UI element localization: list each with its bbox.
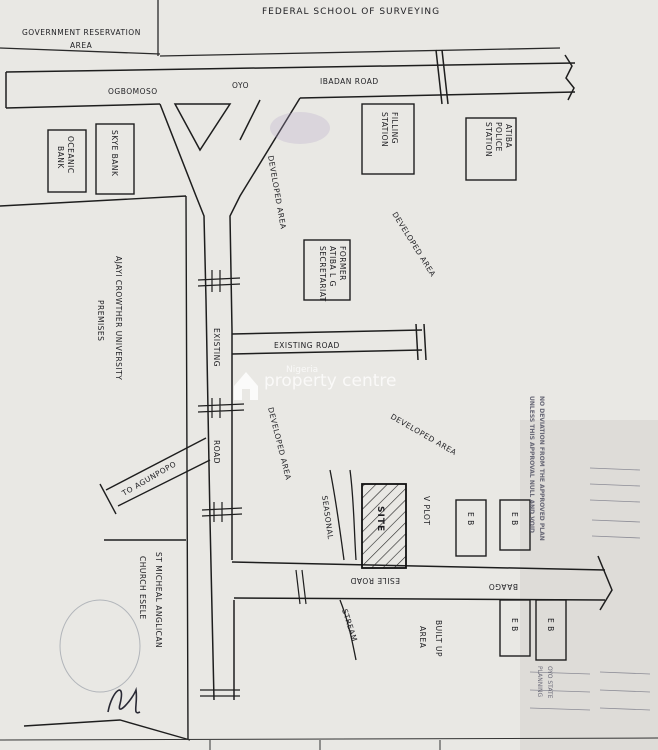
watermark-logo bbox=[234, 372, 258, 400]
police-line1: ATIBA bbox=[504, 124, 513, 148]
existing-road bbox=[231, 323, 427, 361]
oceanic-bank-line1: OCEANIC bbox=[66, 136, 75, 174]
top-boundaries bbox=[0, 0, 561, 57]
filling-station-line1: FILLING bbox=[390, 112, 399, 144]
university-line1: AJAYI CROWTHER UNIVERSITY bbox=[114, 256, 123, 380]
secretariat-line3: SECRETARIAT bbox=[318, 246, 327, 302]
agunpopo-road bbox=[99, 437, 211, 515]
road-vertical-label: ROAD bbox=[212, 440, 221, 464]
eb-label-4: E B bbox=[510, 618, 519, 632]
plots bbox=[0, 103, 567, 741]
existing-road-label: EXISTING ROAD bbox=[274, 341, 340, 350]
school-label: FEDERAL SCHOOL OF SURVEYING bbox=[262, 7, 440, 17]
eb-label-1: E B bbox=[510, 512, 519, 526]
esile-road-label: ESILE ROAD bbox=[350, 576, 400, 585]
gov-area-label: AREA bbox=[70, 41, 93, 50]
road-ticks bbox=[197, 270, 307, 697]
secretariat-line2: ATIBA L G bbox=[328, 246, 337, 287]
built-up-line2: AREA bbox=[418, 626, 427, 649]
gov-reservation-label: GOVERNMENT RESERVATION bbox=[22, 28, 141, 37]
deviation-note-line2: UNLESS THIS APPROVAL NULL AND VOID bbox=[528, 396, 535, 533]
secretariat-line1: FORMER bbox=[338, 246, 347, 281]
site-plot bbox=[361, 483, 407, 569]
oceanic-bank-line2: BANK bbox=[56, 146, 65, 169]
watermark-nigeria: Nigeria bbox=[286, 365, 318, 375]
road-ogbomoso: OGBOMOSO bbox=[108, 87, 158, 96]
university-line2: PREMISES bbox=[96, 300, 105, 341]
margin-note-lines bbox=[529, 467, 651, 711]
deviation-note-line1: NO DEVIATION FROM THE APPROVED PLAN bbox=[538, 396, 545, 541]
road-oyo: OYO bbox=[232, 81, 249, 90]
eb-label-2: E B bbox=[466, 512, 475, 526]
built-up-line1: BUILT UP bbox=[434, 620, 443, 657]
v-plot-label: V PLOT bbox=[422, 496, 431, 525]
church-line1: ST MICHEAL ANGLICAN bbox=[154, 552, 163, 648]
margin-note-oyo-state: OYO STATE bbox=[546, 666, 553, 699]
baago-label: BAAGO bbox=[488, 582, 518, 591]
police-line3: STATION bbox=[484, 122, 493, 157]
church-line2: CHURCH ESELE bbox=[138, 556, 147, 620]
filling-station-line2: STATION bbox=[380, 112, 389, 147]
eb-label-3: E B bbox=[546, 618, 555, 632]
vertical-road bbox=[159, 97, 301, 701]
stream bbox=[329, 469, 357, 661]
skye-bank-label: SKYE BANK bbox=[110, 130, 119, 177]
road-ibadan: IBADAN ROAD bbox=[320, 77, 379, 86]
bottom-frame bbox=[0, 737, 658, 750]
existing-vertical-label: EXISTING bbox=[212, 328, 221, 367]
site-label: SITE bbox=[375, 506, 385, 532]
watermark-property-centre: property centre bbox=[264, 371, 397, 391]
margin-note-planning: PLANNING bbox=[536, 666, 543, 697]
main-road bbox=[5, 49, 576, 109]
signature-mark bbox=[107, 686, 141, 714]
police-line2: POLICE bbox=[494, 122, 503, 152]
